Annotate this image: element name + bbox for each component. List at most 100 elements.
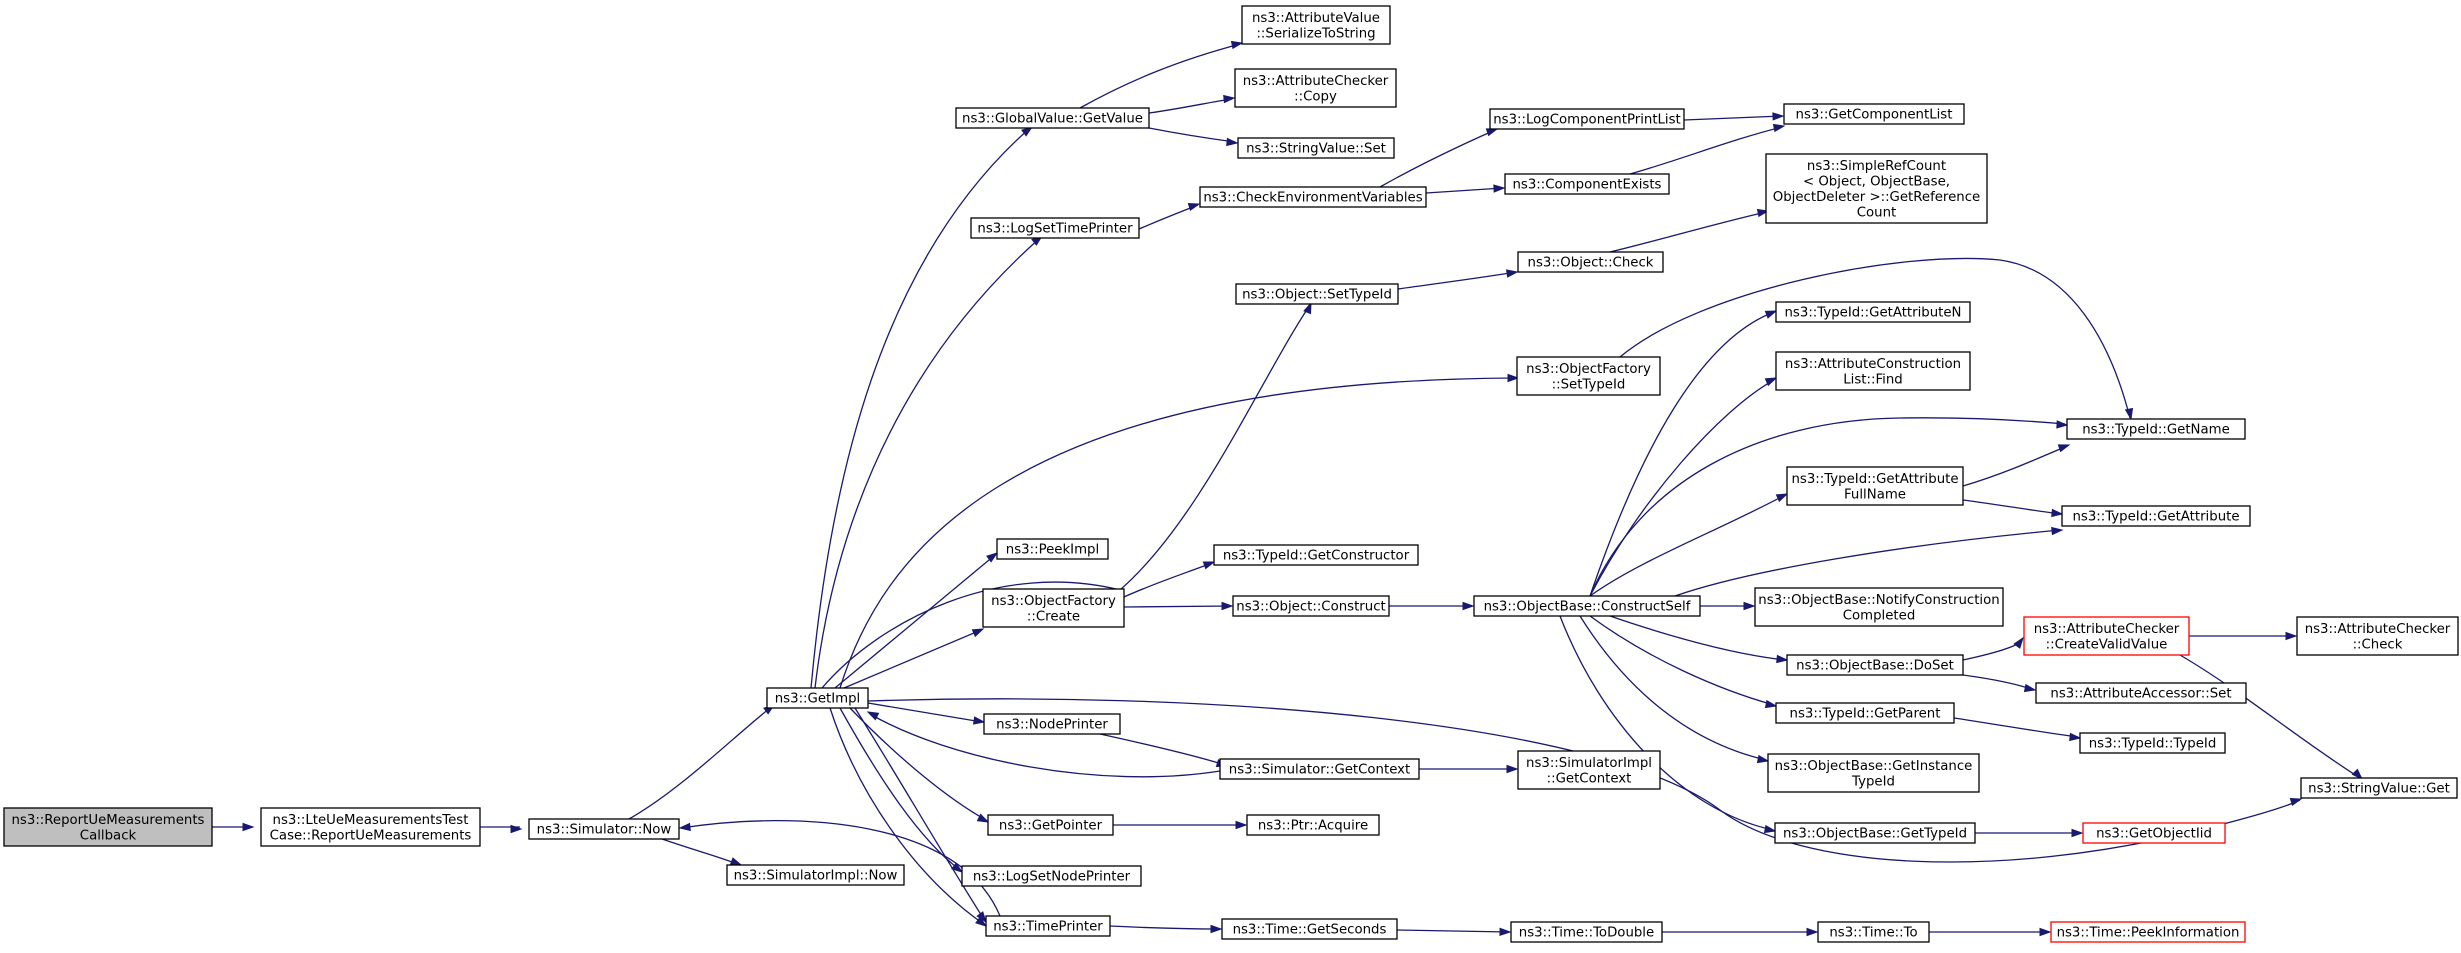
node-label: ns3::GetObjectIid [2096, 827, 2212, 842]
node-box [983, 713, 1121, 735]
node-ob-doset[interactable]: ns3::ObjectBase::DoSet [1786, 654, 1964, 676]
node-simimpl-getcontext[interactable]: ns3::SimulatorImpl::GetContext [1517, 750, 1661, 790]
node-box [1504, 173, 1670, 195]
node-of-settypeid[interactable]: ns3::ObjectFactory::SetTypeId [1516, 356, 1661, 396]
arrowhead-icon [1303, 301, 1312, 315]
node-getimpl[interactable]: ns3::GetImpl [766, 687, 869, 709]
call-edge [843, 628, 985, 689]
arrowhead-icon [2056, 420, 2069, 429]
call-edge [834, 552, 999, 689]
arrowhead-icon [1764, 377, 1778, 387]
node-label: ns3::TypeId::GetAttribute [2072, 510, 2239, 525]
arrowhead-icon [2351, 768, 2364, 781]
node-label: Case::ReportUeMeasurements [270, 828, 472, 843]
arrowhead-icon [1493, 184, 1506, 193]
node-comp-exists[interactable]: ns3::ComponentExists [1504, 173, 1670, 195]
arrowhead-icon [2285, 631, 2298, 641]
node-label: ns3::LogComponentPrintList [1493, 113, 1681, 128]
node-getpointer[interactable]: ns3::GetPointer [987, 814, 1114, 836]
node-aa-set[interactable]: ns3::AttributeAccessor::Set [2035, 682, 2247, 704]
node-box [982, 588, 1125, 628]
node-label: ns3::Object::Construct [1236, 600, 1385, 615]
node-tid-getctor[interactable]: ns3::TypeId::GetConstructor [1213, 544, 1419, 566]
node-tid-getparent[interactable]: ns3::TypeId::GetParent [1775, 702, 1955, 724]
node-label: ns3::AttributeChecker [2305, 622, 2451, 637]
node-time-todouble[interactable]: ns3::Time::ToDouble [1510, 921, 1663, 943]
arrowhead-icon [1763, 824, 1777, 834]
node-log-comp-print[interactable]: ns3::LogComponentPrintList [1489, 108, 1685, 130]
node-ac-createvalid[interactable]: ns3::AttributeChecker::CreateValidValue [2023, 616, 2190, 656]
node-time-getseconds[interactable]: ns3::Time::GetSeconds [1221, 918, 1398, 940]
call-edge [867, 702, 986, 725]
node-sim-now[interactable]: ns3::Simulator::Now [528, 818, 680, 840]
node-time-to[interactable]: ns3::Time::To [1817, 921, 1930, 943]
node-box [955, 107, 1150, 129]
node-obj-settypeid[interactable]: ns3::Object::SetTypeId [1235, 283, 1399, 305]
arrowhead-icon [2051, 508, 2064, 518]
node-ob-constructself[interactable]: ns3::ObjectBase::ConstructSelf [1473, 595, 1701, 617]
call-edge-line [867, 702, 983, 723]
node-log-set-node[interactable]: ns3::LogSetNodePrinter [961, 865, 1142, 887]
call-edge [1609, 208, 1770, 253]
arrowhead-icon [2039, 927, 2052, 937]
call-edge [1559, 615, 1777, 834]
call-edge-line [1123, 562, 1213, 598]
node-simimpl-now[interactable]: ns3::SimulatorImpl::Now [726, 864, 905, 886]
node-getobjectiid[interactable]: ns3::GetObjectIid [2082, 822, 2226, 844]
node-of-create[interactable]: ns3::ObjectFactory::Create [982, 588, 1125, 628]
node-get-comp-list[interactable]: ns3::GetComponentList [1783, 103, 1965, 125]
call-edge [2189, 631, 2298, 641]
node-lte-test[interactable]: ns3::LteUeMeasurementsTestCase::ReportUe… [260, 807, 481, 847]
arrowhead-icon [1223, 94, 1236, 104]
arrowhead-icon [1764, 310, 1778, 319]
node-label: ns3::AttributeChecker [2034, 622, 2180, 637]
node-obj-construct[interactable]: ns3::Object::Construct [1232, 595, 1390, 617]
node-time-peekinfo[interactable]: ns3::Time::PeekInformation [2050, 921, 2246, 943]
arrowhead-icon [510, 824, 523, 834]
node-tid-getname[interactable]: ns3::TypeId::GetName [2066, 418, 2246, 440]
node-label: ::Copy [1294, 89, 1337, 104]
node-av-serialize[interactable]: ns3::AttributeValue::SerializeToString [1241, 5, 1391, 45]
arrowhead-icon [1230, 40, 1244, 50]
node-sim-getcontext[interactable]: ns3::Simulator::GetContext [1219, 758, 1420, 780]
call-edge-line [869, 713, 1221, 778]
node-label: ns3::ObjectFactory [1526, 362, 1651, 377]
call-edge-line [1962, 445, 2068, 487]
node-timeprinter[interactable]: ns3::TimePrinter [985, 915, 1111, 937]
node-ob-notify[interactable]: ns3::ObjectBase::NotifyConstructionCompl… [1754, 587, 2004, 627]
node-simple-refcount[interactable]: ns3::SimpleRefCount< Object, ObjectBase,… [1765, 153, 1988, 224]
node-log-set-time[interactable]: ns3::LogSetTimePrinter [970, 217, 1140, 239]
node-label: ns3::LteUeMeasurementsTest [273, 813, 469, 828]
arrowhead-icon [1462, 601, 1475, 611]
arrowhead-icon [1499, 927, 1512, 936]
arrowhead-icon [1776, 654, 1789, 664]
node-label: ns3::GetImpl [775, 692, 860, 707]
node-tid-getattr[interactable]: ns3::TypeId::GetAttribute [2061, 505, 2251, 527]
node-sv-get[interactable]: ns3::StringValue::Get [2300, 777, 2458, 799]
node-peekimpl[interactable]: ns3::PeekImpl [996, 538, 1109, 560]
node-ac-copy[interactable]: ns3::AttributeChecker::Copy [1234, 68, 1397, 108]
call-edge-line [1609, 615, 1786, 661]
node-obj-check[interactable]: ns3::Object::Check [1517, 251, 1664, 273]
node-sv-set[interactable]: ns3::StringValue::Set [1237, 137, 1395, 159]
node-box [2082, 822, 2226, 844]
node-label: ns3::SimulatorImpl [1526, 756, 1652, 771]
node-ptr-acquire[interactable]: ns3::Ptr::Acquire [1246, 814, 1380, 836]
node-tid-typeid[interactable]: ns3::TypeId::TypeId [2079, 732, 2226, 754]
call-edge [1079, 40, 1244, 109]
call-edge [480, 824, 523, 834]
node-check-env[interactable]: ns3::CheckEnvironmentVariables [1199, 186, 1427, 208]
arrowhead-icon [1505, 269, 1519, 278]
node-label: ns3::PeekImpl [1006, 543, 1099, 558]
node-gv-getvalue[interactable]: ns3::GlobalValue::GetValue [955, 107, 1150, 129]
node-nodeprinter[interactable]: ns3::NodePrinter [983, 713, 1121, 735]
node-tid-getattrn[interactable]: ns3::TypeId::GetAttributeN [1775, 301, 1971, 323]
call-edge [1700, 601, 1756, 611]
call-edge-line [1397, 271, 1517, 290]
node-ac-check[interactable]: ns3::AttributeChecker::Check [2296, 616, 2459, 656]
node-ob-gettypeid[interactable]: ns3::ObjectBase::GetTypeId [1774, 822, 1976, 844]
